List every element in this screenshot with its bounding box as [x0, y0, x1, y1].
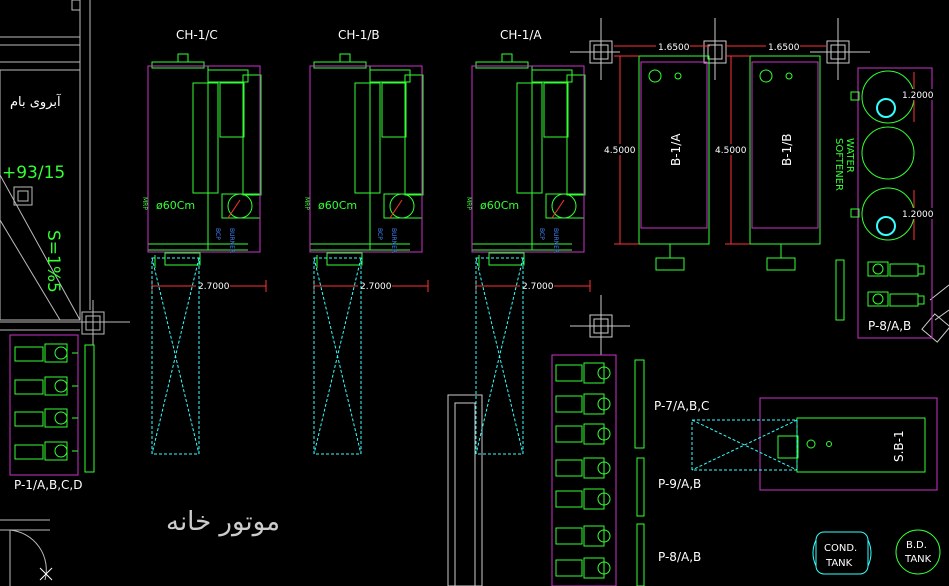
- bd-tank: B.D. TANK: [895, 529, 941, 575]
- level-label: +93/15: [2, 163, 65, 183]
- boiler-ch1c: CH-1/C ø60Cm MRP BCP BURNER 2.7: [141, 28, 267, 455]
- tank-height-dim: 4.5000: [715, 146, 747, 156]
- room-label: موتور خانه: [166, 507, 280, 537]
- dimension-label: 2.7000: [522, 282, 554, 292]
- boiler-tag: CH-1/C: [176, 28, 218, 42]
- boiler-tag: CH-1/A: [500, 28, 542, 42]
- tank-tag: B-1/A: [669, 133, 683, 166]
- mrp-label: MRP: [303, 197, 310, 210]
- burner-label: BURNER: [228, 228, 235, 253]
- column-markers: [447, 18, 949, 586]
- cond-tank-line2: TANK: [825, 558, 853, 569]
- pump-label-p8-mid: P-8/A,B: [658, 550, 701, 564]
- boiler-ch1a: CH-1/A ø60Cm MRP BCP BURNER 2.7: [465, 28, 591, 455]
- pump-label-p1: P-1/A,B,C,D: [14, 478, 82, 492]
- tank-tag: B-1/B: [780, 134, 794, 166]
- pump-group-p8-right: [835, 259, 925, 321]
- mrp-label: MRP: [465, 197, 472, 210]
- cond-tank: COND. TANK: [812, 531, 872, 575]
- softener-label-2: SOFTENER: [833, 138, 844, 191]
- tank-b1a: B-1/A 1.6500 4.5000: [602, 41, 710, 271]
- pump-group-p7-p9-p8: [551, 354, 645, 586]
- boiler-tag: CH-1/B: [338, 28, 380, 42]
- burner-label: BURNER: [390, 228, 397, 253]
- diameter-label: ø60Cm: [480, 199, 519, 212]
- roof-drain-label: آبروی بام: [10, 93, 62, 110]
- tank-height-dim: 4.5000: [604, 146, 636, 156]
- softener-label-1: WATER: [844, 138, 855, 173]
- burner-label: BURNER: [552, 228, 559, 253]
- exit-x-mark: [39, 567, 53, 581]
- pump-label-p7: P-7/A,B,C: [654, 399, 709, 413]
- sb-tank: S.B-1: [691, 397, 938, 491]
- tank-width-dim: 1.6500: [768, 43, 800, 53]
- tank-b1b: B-1/B 1.6500 4.5000: [713, 41, 826, 271]
- dimension-label: 2.7000: [360, 282, 392, 292]
- dimension-label: 2.7000: [198, 282, 230, 292]
- softener-dim-top: 1.2000: [902, 91, 934, 101]
- cond-tank-line1: COND.: [824, 543, 857, 554]
- pump-label-p9: P-9/A,B: [658, 477, 701, 491]
- pump-group-p1: [9, 334, 95, 476]
- mrp-label: MRP: [141, 197, 148, 210]
- bcp-label: BCP: [214, 228, 221, 240]
- water-softener: 1.2000 1.2000 WATER SOFTENER: [833, 67, 936, 339]
- bcp-label: BCP: [538, 228, 545, 240]
- bd-tank-line2: TANK: [904, 554, 932, 565]
- tank-width-dim: 1.6500: [658, 43, 690, 53]
- softener-dim-bottom: 1.2000: [902, 210, 934, 220]
- boiler-ch1b: CH-1/B ø60Cm MRP BCP BURNER 2.7: [303, 28, 429, 455]
- bd-tank-line1: B.D.: [906, 540, 927, 551]
- diameter-label: ø60Cm: [156, 199, 195, 212]
- diameter-label: ø60Cm: [318, 199, 357, 212]
- bcp-label: BCP: [376, 228, 383, 240]
- left-wall-structure: [0, 0, 130, 586]
- pump-label-p8-right: P-8/A,B: [868, 319, 911, 333]
- slope-label: S=1%5: [43, 230, 63, 293]
- sb-tank-tag: S.B-1: [892, 430, 906, 462]
